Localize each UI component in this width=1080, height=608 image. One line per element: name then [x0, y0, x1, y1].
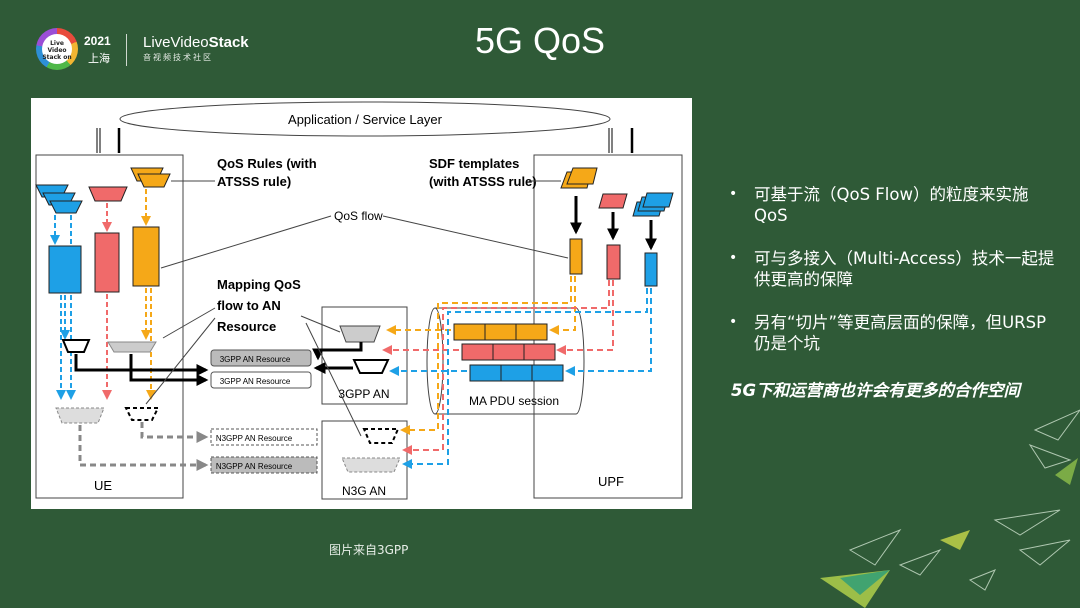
ue-n3gpp-map-grey	[55, 407, 105, 424]
brand-bold: Stack	[208, 34, 249, 51]
logo-city: 上海	[88, 52, 110, 65]
sdf-templates-label-2: (with ATSSS rule)	[429, 174, 537, 189]
logo-brand: LiveVideoStack	[143, 34, 249, 51]
ue-flow-blue	[48, 245, 82, 294]
3gpp-an-map-icon	[352, 359, 390, 374]
mapping-pointers	[145, 307, 362, 437]
bullet-item: • 可基于流（QoS Flow）的粒度来实施QoS	[727, 184, 1057, 226]
ue-3gpp-arrows	[74, 354, 209, 386]
mapping-label-2: flow to AN	[217, 298, 281, 313]
ma-pdu-session-label: MA PDU session	[469, 394, 559, 408]
3gpp-an-box	[321, 306, 408, 405]
mapping-label-1: Mapping QoS	[217, 277, 301, 292]
n3g-an-label: N3G AN	[342, 484, 386, 498]
n3gpp-resource-2-label: N3GPP AN Resource	[216, 462, 293, 471]
ue-flow-orange	[132, 226, 160, 287]
3gpp-resource-1	[210, 349, 312, 367]
logo-divider	[126, 34, 127, 66]
3gpp-an-grey-icon	[339, 325, 381, 343]
n3g-an-map-icon	[362, 428, 400, 444]
bullet-dot-icon: •	[729, 250, 738, 266]
highlight-text: 5G下和运营商也许会有更多的合作空间	[731, 381, 1021, 400]
brand-suffix: Video	[170, 34, 209, 51]
application-layer-ellipse	[119, 101, 611, 137]
sdf-templates-label-1: SDF templates	[429, 156, 519, 171]
ue-n3gpp-map-icon	[124, 407, 160, 421]
logo-year: 2021	[84, 34, 111, 48]
n3g-an-grey-icon	[341, 457, 401, 473]
application-layer-label: Application / Service Layer	[288, 112, 443, 127]
n3gpp-resource-1	[210, 428, 318, 446]
diagram-caption: 图片来自3GPP	[329, 543, 409, 557]
qos-rules-label-1: QoS Rules (with	[217, 156, 317, 171]
qos-diagram-svg: Application / Service Layer UE UPF	[35, 101, 683, 500]
n3gpp-resource-2	[210, 456, 318, 474]
qos-diagram: Application / Service Layer UE UPF	[31, 98, 692, 509]
ue-qos-rules	[35, 167, 171, 214]
bullet-item: • 另有“切片”等更高层面的保障，但URSP仍是个坑	[727, 312, 1057, 354]
upf-flow-red	[606, 244, 621, 280]
ue-label: UE	[94, 478, 112, 493]
bullet-text: 另有“切片”等更高层面的保障，但URSP仍是个坑	[754, 313, 1047, 353]
bullet-text: 可与多接入（Multi-Access）技术一起提供更高的保障	[754, 249, 1055, 289]
livevideostack-logo-icon: Live Video Stack on	[36, 28, 78, 70]
ue-n3gpp-arrows	[78, 422, 209, 471]
n3gpp-resource-1-label: N3GPP AN Resource	[216, 434, 293, 443]
session-to-an-arrows	[382, 325, 467, 376]
upf-sdf-arrows	[570, 196, 657, 251]
logo-subtitle: 音视频技术社区	[143, 53, 213, 62]
slide-title: 5G QoS	[474, 20, 606, 61]
qos-flow-pointer-ue	[160, 215, 332, 269]
bullet-dot-icon: •	[729, 314, 738, 330]
upf-flow-blue	[644, 252, 658, 287]
paper-plane-decoration-icon	[820, 409, 1080, 608]
bullet-list: • 可基于流（QoS Flow）的粒度来实施QoS • 可与多接入（Multi-Ac…	[727, 184, 1057, 376]
bullet-text: 可基于流（QoS Flow）的粒度来实施QoS	[754, 185, 1029, 225]
an-to-resource-arrows	[312, 342, 363, 374]
qos-rules-label-2: ATSSS rule)	[217, 174, 291, 189]
session-flow-blocks	[453, 323, 564, 382]
bullet-item: • 可与多接入（Multi-Access）技术一起提供更高的保障	[727, 248, 1057, 290]
app-layer-arrows	[96, 128, 634, 153]
ue-3gpp-map-grey	[107, 341, 157, 353]
brand-prefix: Live	[143, 34, 171, 51]
upf-label: UPF	[598, 474, 624, 489]
upf-downlink-flows	[400, 276, 652, 469]
ma-pdu-session-end	[426, 307, 444, 415]
3gpp-resource-2	[210, 371, 312, 389]
ue-3gpp-map-icon	[61, 339, 91, 353]
logo-badge: Live Video Stack on	[42, 34, 72, 64]
event-logo: Live Video Stack on 2021 上海 LiveVideoSta…	[36, 28, 276, 72]
3gpp-resource-1-label: 3GPP AN Resource	[220, 355, 291, 364]
mapping-label-3: Resource	[217, 319, 276, 334]
ue-flow-red	[94, 232, 120, 293]
upf-sdf-templates	[560, 167, 674, 217]
qos-flow-label: QoS flow	[334, 209, 383, 223]
3gpp-resource-2-label: 3GPP AN Resource	[220, 377, 291, 386]
bullet-dot-icon: •	[729, 186, 738, 202]
qos-flow-pointer-upf	[382, 215, 569, 259]
3gpp-an-label: 3GPP AN	[338, 387, 389, 401]
upf-flow-orange	[569, 238, 583, 275]
